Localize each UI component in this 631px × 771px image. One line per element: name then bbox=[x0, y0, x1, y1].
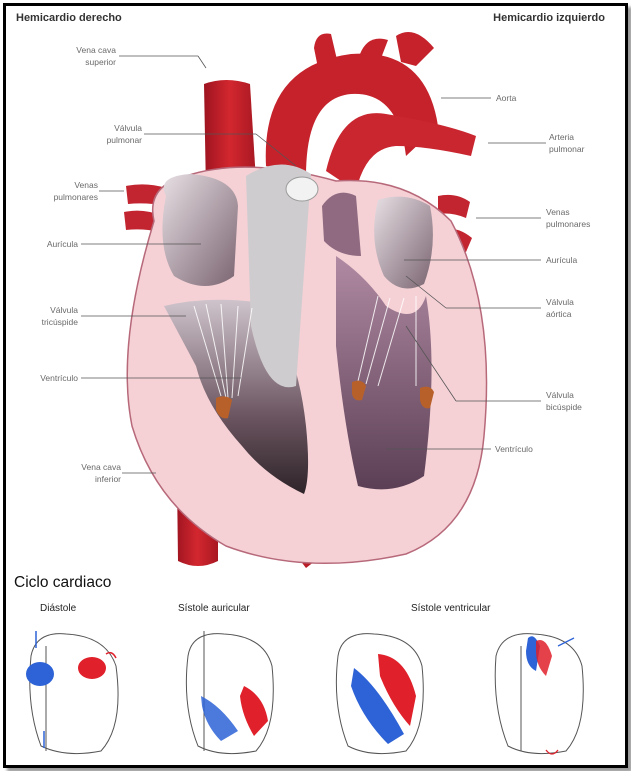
left-atrium-chamber bbox=[374, 196, 433, 289]
aortic-branch-3 bbox=[396, 32, 434, 66]
label-ventriculo-right: Ventrículo bbox=[495, 444, 533, 454]
diastole-diagram bbox=[26, 631, 119, 755]
aortic-root-inner bbox=[322, 192, 361, 256]
label-aorta: Aorta bbox=[496, 93, 517, 103]
ventricular-systole-diagram bbox=[335, 633, 424, 755]
right-heart-heading: Hemicardio derecho bbox=[16, 12, 122, 24]
label-arteria-pulmonar: Arteria pulmonar bbox=[549, 132, 585, 154]
aortic-arch-shape bbox=[265, 53, 438, 177]
pulmonary-trunk-inner bbox=[246, 164, 311, 388]
label-valvula-aortica: Válvula aórtica bbox=[546, 297, 574, 319]
label-vena-cava-inferior: Vena cava inferior bbox=[81, 462, 121, 484]
left-heart-heading: Hemicardio izquierdo bbox=[493, 12, 605, 24]
label-venas-pulmonares-right: Venas pulmonares bbox=[546, 207, 591, 229]
papillary-muscle-right bbox=[216, 396, 232, 419]
label-auricula-right: Aurícula bbox=[546, 255, 578, 265]
label-venas-pulmonares-left: Venas pulmonares bbox=[53, 180, 98, 202]
right-atrium-chamber bbox=[162, 174, 238, 286]
label-vena-cava-superior: Vena cava superior bbox=[76, 45, 116, 67]
leader-lines bbox=[81, 55, 546, 474]
arteria-pulmonar-shape bbox=[326, 113, 476, 191]
label-auricula-left: Aurícula bbox=[46, 239, 78, 249]
papillary-muscle-left-1 bbox=[352, 380, 366, 401]
label-valvula-bicuspide: Válvula bicúspide bbox=[546, 390, 582, 412]
cardiac-cycle-title: Ciclo cardiaco bbox=[14, 574, 112, 591]
sistole-auricular-label: Sístole auricular bbox=[178, 603, 250, 614]
left-ventricle-chamber bbox=[336, 256, 432, 490]
label-valvula-tricuspide: Válvula tricúspide bbox=[41, 305, 78, 327]
heart-illustration bbox=[26, 32, 584, 755]
vena-cava-superior-shape bbox=[204, 80, 256, 191]
bicuspid-chordae bbox=[357, 295, 417, 387]
atrial-systole-diagram bbox=[185, 631, 274, 755]
figure-frame: Hemicardio derecho Hemicardio izquierdo … bbox=[3, 3, 628, 768]
label-ventriculo-left: Ventrículo bbox=[40, 373, 78, 383]
aortic-branch-2 bbox=[360, 38, 388, 66]
papillary-muscle-left-2 bbox=[420, 386, 434, 409]
sistole-ventricular-label: Sístole ventricular bbox=[411, 603, 491, 614]
heart-main bbox=[124, 32, 488, 568]
cycle-diagrams bbox=[26, 631, 584, 755]
ventricular-systole-diagram-2 bbox=[494, 633, 584, 755]
tricuspid-chordae bbox=[193, 303, 253, 399]
label-valvula-pulmonar: Válvula pulmonar bbox=[106, 123, 142, 145]
diastole-label: Diástole bbox=[40, 603, 77, 614]
pulmonary-valve-cusp bbox=[285, 176, 319, 202]
aortic-branch-1 bbox=[314, 33, 338, 68]
